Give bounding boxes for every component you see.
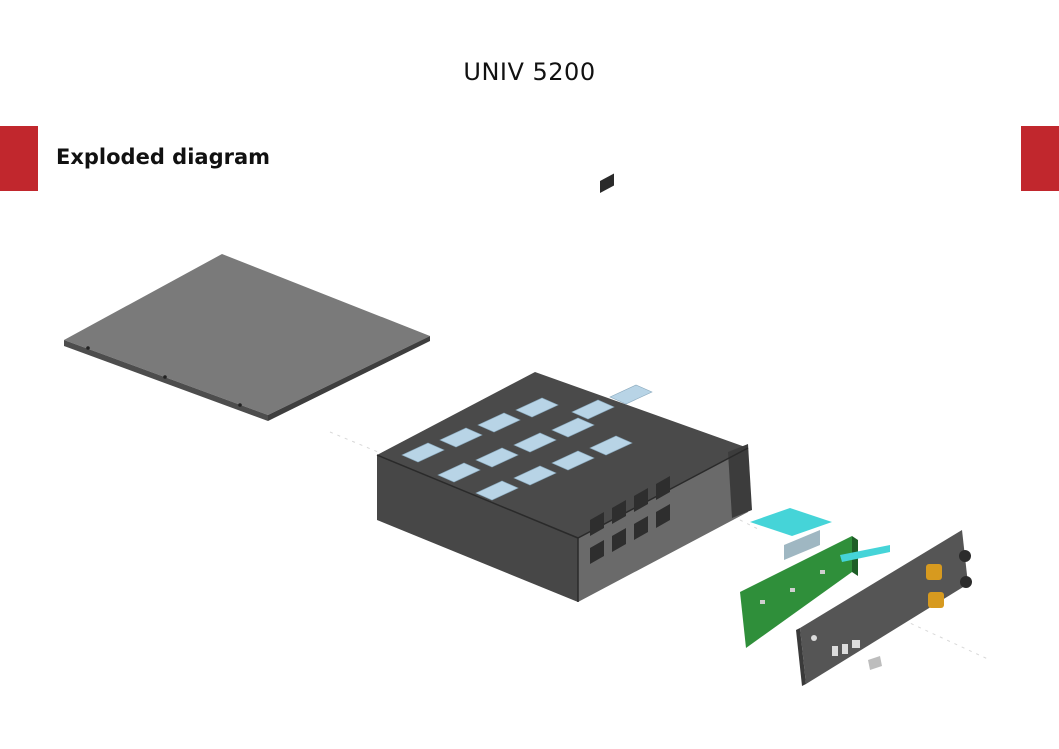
page-title: UNIV 5200 bbox=[463, 58, 596, 86]
accent-band-left bbox=[0, 126, 38, 191]
circular-connector-2 bbox=[960, 576, 972, 588]
front-bays bbox=[590, 476, 670, 564]
fastener-part bbox=[868, 656, 882, 670]
chassis-enclosure bbox=[376, 173, 752, 602]
accent-band-right bbox=[1021, 126, 1059, 191]
rear-panel bbox=[796, 530, 972, 686]
battery-cell-array bbox=[401, 384, 653, 501]
control-pcb-assembly bbox=[740, 508, 890, 648]
section-heading: Exploded diagram bbox=[56, 145, 271, 169]
assembly-guides bbox=[329, 431, 991, 661]
circular-connector-1 bbox=[959, 550, 971, 562]
power-connector-1 bbox=[926, 564, 942, 580]
power-connector-2 bbox=[928, 592, 944, 608]
top-lid-panel bbox=[64, 254, 430, 421]
